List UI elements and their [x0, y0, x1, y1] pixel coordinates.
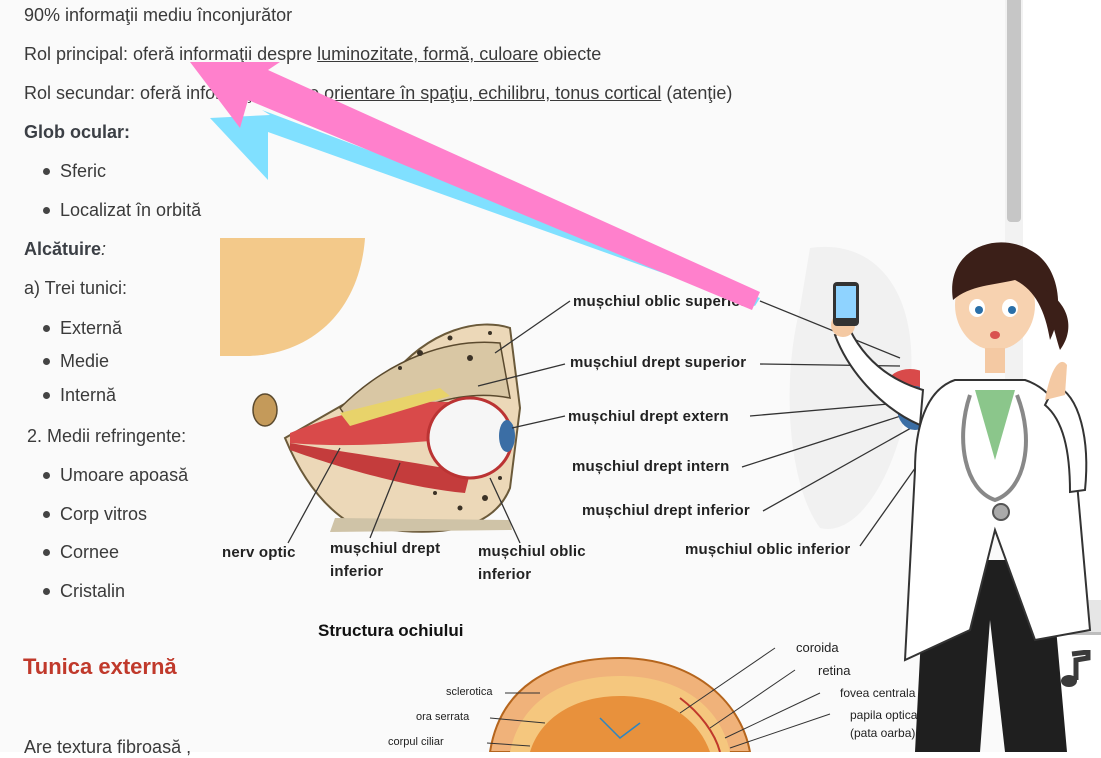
tunici-heading: a) Trei tunici:: [24, 278, 128, 298]
label-drept-intern: mușchiul drept intern: [572, 458, 730, 475]
label-coroida: coroida: [796, 640, 839, 655]
list-item: Localizat în orbită: [42, 200, 202, 220]
list-item: Umoare apoasă: [42, 465, 189, 485]
label-oblic-inferior: mușchiul oblic inferior: [685, 541, 851, 558]
list-item: Sferic: [42, 161, 107, 181]
label-oblic-superior: mușchiul oblic superior: [573, 293, 747, 310]
rol-secundar-link[interactable]: orientare în spaţiu, echilibru, tonus co…: [324, 83, 662, 103]
alcatuire-heading: Alcătuire: [24, 239, 102, 259]
alcatuire-heading-line: Alcătuire:: [24, 238, 106, 260]
label-fovea: fovea centrala: [840, 686, 916, 700]
doctor-character: [805, 230, 1101, 752]
skin-shape: [220, 238, 365, 356]
rol-principal-suffix: obiecte: [538, 44, 602, 64]
glob-heading: Glob ocular:: [24, 122, 131, 142]
iris: [499, 420, 515, 452]
label-ora-serrata: ora serrata: [416, 711, 470, 723]
label-oblic-inferior-l1: mușchiul oblic: [478, 543, 586, 560]
label-corpul-ciliar: corpul ciliar: [388, 736, 444, 748]
list-item: Externă: [42, 318, 123, 338]
list-item: Cristalin: [42, 581, 126, 601]
list-item: Corp vitros: [42, 504, 148, 524]
percent-line: 90% informaţii mediu înconjurător: [24, 5, 293, 25]
structure-title: Structura ochiului: [318, 621, 464, 640]
rol-principal-line: Rol principal: oferă informaţii despre l…: [24, 43, 601, 65]
list-item: Internă: [42, 385, 117, 405]
rol-principal-link[interactable]: luminozitate, formă, culoare: [317, 44, 539, 64]
eye-structure-illustration: [486, 647, 831, 753]
label-drept-superior: mușchiul drept superior: [570, 354, 747, 371]
muscle-inferior: [290, 443, 470, 493]
label-retina: retina: [818, 663, 851, 678]
label-drept-extern: mușchiul drept extern: [568, 408, 729, 425]
list-item: Cornee: [42, 542, 120, 562]
textura-line: Are textura fibroasă ,: [24, 737, 192, 757]
optic-nerve: [252, 393, 278, 427]
tunica-externa-heading: Tunica externă: [23, 654, 177, 679]
stethoscope-icon: [961, 394, 1028, 503]
rol-principal-prefix: Rol principal: oferă informaţii despre: [24, 44, 318, 64]
label-drept-inferior-l1: mușchiul drept: [330, 540, 441, 557]
label-drept-inferior: mușchiul drept inferior: [582, 502, 750, 519]
rol-secundar-prefix: Rol secundar: oferă informaţii despre: [24, 83, 325, 103]
label-sclerotica: sclerotica: [446, 686, 493, 698]
label-papila-l2: (pata oarba): [850, 726, 916, 740]
eye-structure-diagram: sclerotica ora serrata corpul ciliar cor…: [380, 618, 940, 753]
scrollbar-thumb[interactable]: [1007, 0, 1021, 222]
label-oblic-inferior-l2: inferior: [478, 566, 532, 583]
label-nerv-optic: nerv optic: [222, 544, 296, 561]
alcatuire-colon: :: [101, 239, 107, 259]
medii-heading: 2. Medii refringente:: [27, 426, 187, 446]
rol-secundar-suffix: (atenţie): [661, 83, 733, 103]
music-note-icon[interactable]: [1058, 649, 1094, 690]
label-drept-inferior-l2: inferior: [330, 563, 384, 580]
label-papila-l1: papila optica: [850, 708, 918, 722]
muscle-superior: [290, 401, 465, 446]
list-item: Medie: [42, 351, 110, 371]
rol-secundar-line: Rol secundar: oferă informaţii despre or…: [24, 82, 732, 104]
skull-shape: [789, 246, 912, 529]
